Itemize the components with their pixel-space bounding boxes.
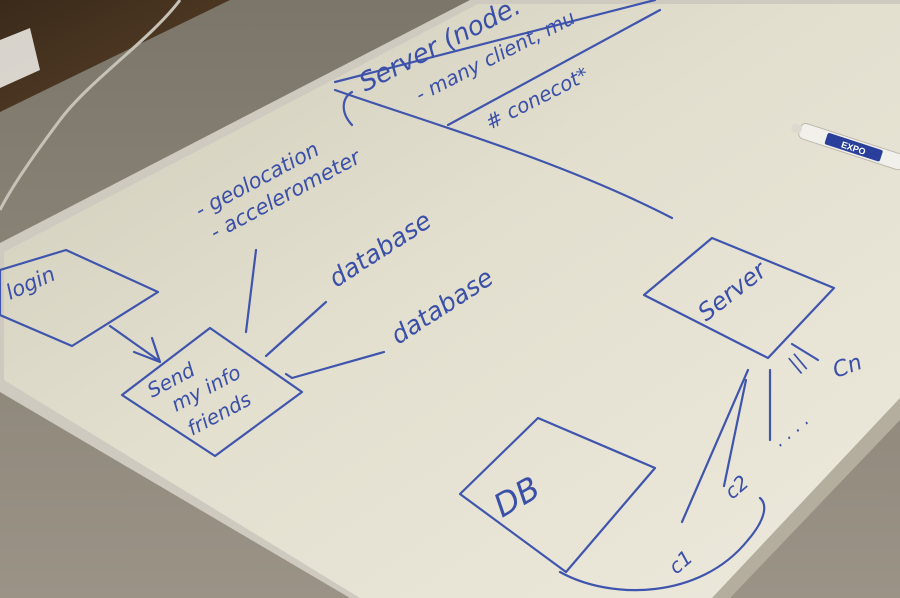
whiteboard-surface	[4, 4, 900, 598]
wooden-table	[0, 0, 230, 112]
database2-link	[284, 350, 386, 380]
arrow-login-send	[108, 324, 162, 364]
database1-link	[264, 300, 328, 358]
expo-marker: EXPO	[791, 123, 900, 171]
db-box	[458, 416, 657, 574]
login-box	[0, 248, 160, 348]
table-paper	[0, 28, 40, 88]
bracket-curve	[333, 88, 674, 220]
cable	[0, 0, 182, 211]
server-box	[642, 236, 836, 360]
client-line-1	[680, 368, 750, 524]
client-line-4	[790, 342, 820, 362]
client-line-2	[722, 378, 748, 488]
whiteboard-edge	[712, 398, 900, 598]
sensor-link	[244, 248, 258, 334]
db-bottom-curve	[558, 496, 766, 592]
send-box	[120, 326, 304, 458]
